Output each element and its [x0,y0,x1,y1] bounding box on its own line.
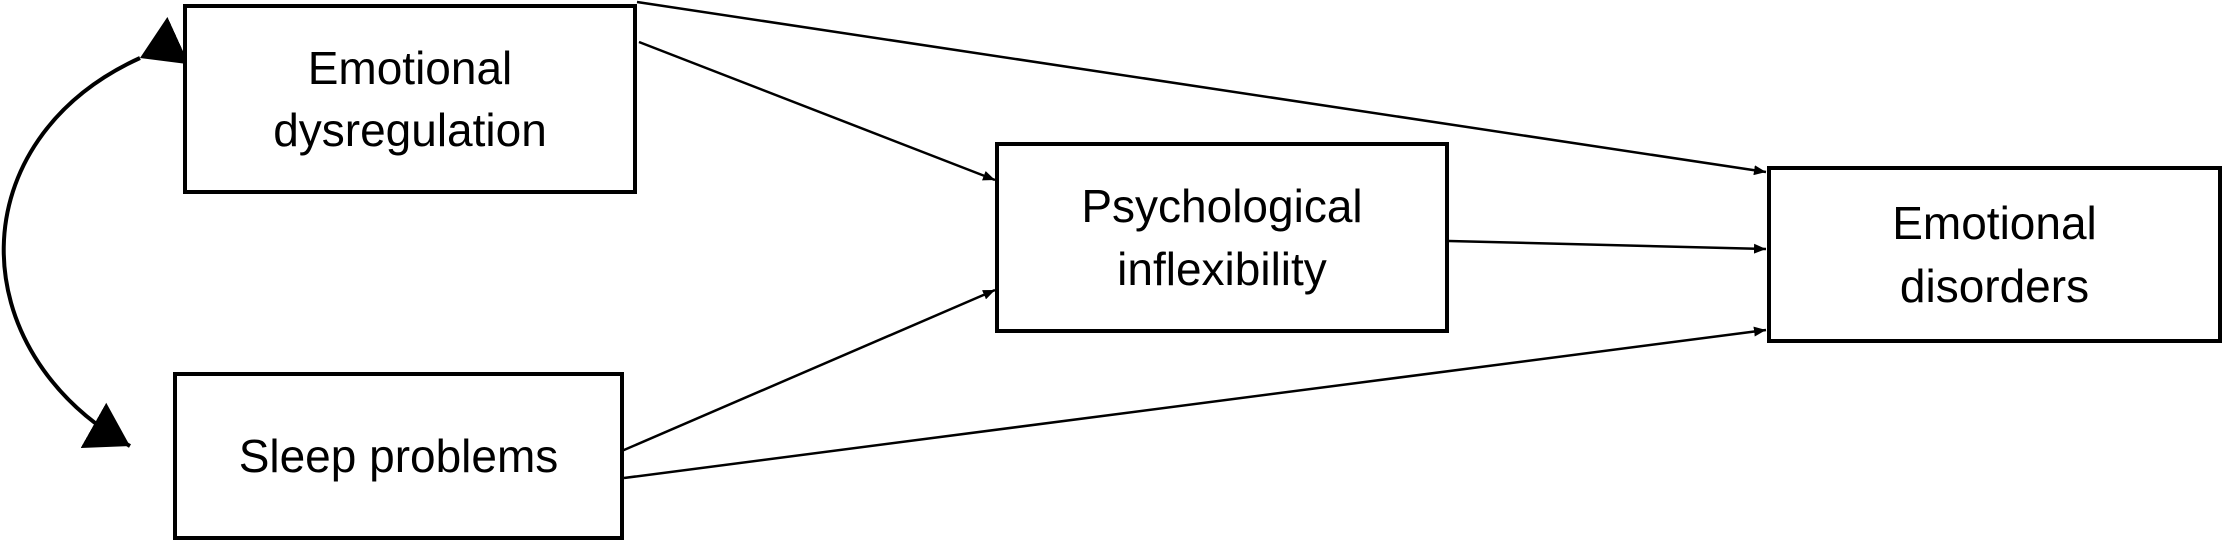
node-sleep-problems-label: Sleep problems [238,429,559,482]
edge-dysregulation-sleep-correlation [1,16,190,448]
node-emotional-disorders-line2: disorders [1899,259,2090,312]
edge-dysregulation-to-inflexibility [638,40,996,182]
node-emotional-disorders-line1: Emotional [1892,197,2097,250]
node-psychological-inflexibility-line1: Psychological [1081,180,1363,233]
node-emotional-disorders: Emotional disorders [1767,166,2222,343]
edge-sleep-to-inflexibility [616,288,996,455]
node-emotional-dysregulation-line1: Emotional [307,41,513,94]
node-emotional-dysregulation-line2: dysregulation [273,104,547,156]
node-psychological-inflexibility: Psychological inflexibility [995,142,1449,333]
edge-inflexibility-to-disorders [1448,239,1767,254]
node-psychological-inflexibility-line2: inflexibility [1117,242,1327,295]
node-emotional-dysregulation: Emotional dysregulation [183,4,637,194]
edge-sleep-to-disorders [623,326,1767,480]
edge-dysregulation-to-disorders [636,0,1767,176]
node-sleep-problems: Sleep problems [173,372,624,540]
